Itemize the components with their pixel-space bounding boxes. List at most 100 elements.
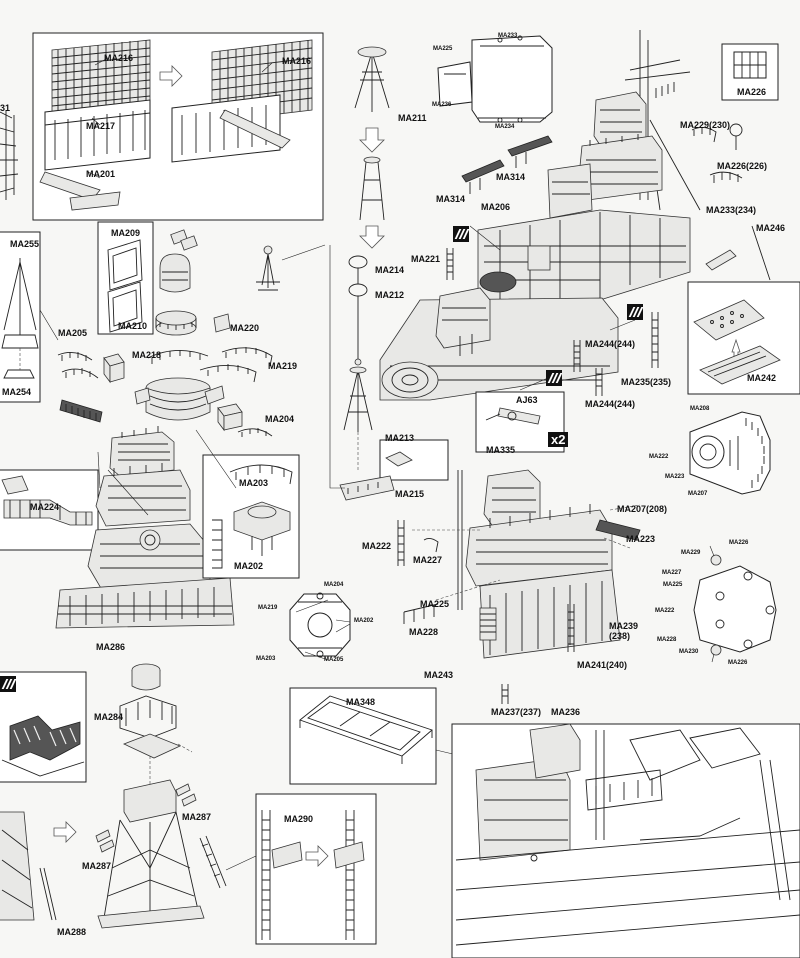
part-label: MA235(235) <box>621 377 672 387</box>
part-label: MA225 <box>420 599 450 609</box>
part-label: MA226(226) <box>717 161 768 171</box>
part-label: MA290 <box>284 814 314 824</box>
part-label: MA229 <box>681 550 701 556</box>
aft-superstructure <box>397 469 641 704</box>
part-label: MA216 <box>282 56 312 66</box>
part-label: MA348 <box>346 697 376 707</box>
part-label: MA225 <box>663 582 683 588</box>
part-label: MA244(244) <box>585 339 636 349</box>
part-label: MA212 <box>375 290 405 300</box>
part-label: MA207(208) <box>617 504 668 514</box>
part-label: MA224 <box>30 502 60 512</box>
inset-ma290 <box>225 793 377 945</box>
part-label: MA237(237) <box>491 707 542 717</box>
part-label: MA203 <box>256 656 276 662</box>
part-label: MA206 <box>481 202 511 212</box>
part-label: MA243 <box>424 670 454 680</box>
part-label: MA254 <box>2 387 32 397</box>
part-label: MA239 (238) <box>609 621 639 642</box>
hull-detail-view <box>451 723 800 958</box>
part-label: MA204 <box>324 582 344 588</box>
part-label: MA209 <box>111 228 141 238</box>
part-label: MA286 <box>96 642 126 652</box>
part-label: MA228 <box>409 627 439 637</box>
part-label: MA208 <box>690 406 710 412</box>
inset-ma226 <box>721 43 779 101</box>
photo-etch-badge <box>453 226 470 242</box>
part-label: MA255 <box>10 239 40 249</box>
inset-ma348 <box>289 687 521 785</box>
part-label: MA226 <box>729 540 749 546</box>
part-label: MA207 <box>688 491 708 497</box>
part-label: MA284 <box>94 712 124 722</box>
inset-ma209-ma210 <box>97 221 154 335</box>
platform-top-view-2 <box>693 545 777 663</box>
part-label: AJ63 <box>516 395 538 405</box>
part-label: MA215 <box>395 489 425 499</box>
part-label: MA220 <box>230 323 260 333</box>
photo-etch-badge <box>546 370 563 386</box>
part-label: MA229(230) <box>680 120 731 130</box>
inset-ma224 <box>0 469 99 551</box>
part-label: MA205 <box>324 657 344 663</box>
part-label: MA226 <box>737 87 767 97</box>
part-label: MA236 <box>432 102 452 108</box>
part-label: MA210 <box>118 321 148 331</box>
part-label: MA246 <box>756 223 786 233</box>
part-label: MA211 <box>398 113 427 123</box>
part-label: 31 <box>0 103 11 113</box>
part-label: MA244(244) <box>585 399 636 409</box>
part-label: MA287 <box>182 812 212 822</box>
part-label: MA242 <box>747 373 777 383</box>
part-label: MA213 <box>385 433 415 443</box>
part-label: MA234 <box>495 124 515 130</box>
part-label: MA218 <box>132 350 162 360</box>
part-label: MA314 <box>436 194 466 204</box>
part-label: MA233(234) <box>706 205 757 215</box>
part-label: MA236 <box>551 707 581 717</box>
director-parts <box>57 229 326 437</box>
inset-ma242 <box>687 281 800 395</box>
part-label: MA288 <box>57 927 87 937</box>
part-label: MA214 <box>375 265 405 275</box>
part-label: MA203 <box>239 478 269 488</box>
mast-column <box>329 46 449 501</box>
part-label: MA241(240) <box>577 660 628 670</box>
part-label: MA223 <box>665 474 685 480</box>
part-label: MA221 <box>411 254 441 264</box>
part-label: MA201 <box>86 169 116 179</box>
part-label: MA205 <box>58 328 88 338</box>
part-label: MA227 <box>413 555 443 565</box>
part-label: MA204 <box>265 414 295 424</box>
platform-top-view-3 <box>289 592 351 658</box>
part-label: MA223 <box>626 534 656 544</box>
inset-ma203-ma202 <box>202 454 300 579</box>
part-label: MA314 <box>496 172 526 182</box>
part-label: MA227 <box>662 570 682 576</box>
photo-etch-badge <box>627 304 644 320</box>
mast-tower-assembly <box>0 663 227 929</box>
photo-etch-badge <box>0 676 17 692</box>
part-label: MA202 <box>234 561 264 571</box>
platform-top-view-1 <box>689 411 771 495</box>
part-label: MA287 <box>82 861 112 871</box>
part-label: MA233 <box>498 33 518 39</box>
inset-ma255 <box>0 231 41 403</box>
part-label: MA216 <box>104 53 134 63</box>
part-label: MA230 <box>679 649 699 655</box>
left-mast-fragment <box>0 110 19 200</box>
part-label: MA222 <box>362 541 392 551</box>
part-label: MA222 <box>649 454 669 460</box>
part-label: MA202 <box>354 618 374 624</box>
part-label: MA228 <box>657 637 677 643</box>
part-label: MA335 <box>486 445 516 455</box>
quantity-badge: x2 <box>548 432 569 447</box>
part-label: MA222 <box>655 608 675 614</box>
part-label: MA226 <box>728 660 748 666</box>
inset-railing-frames <box>32 32 324 221</box>
part-label: MA219 <box>268 361 298 371</box>
part-label: MA225 <box>433 46 453 52</box>
bridge-superstructure <box>55 426 235 629</box>
part-label: MA219 <box>258 605 278 611</box>
